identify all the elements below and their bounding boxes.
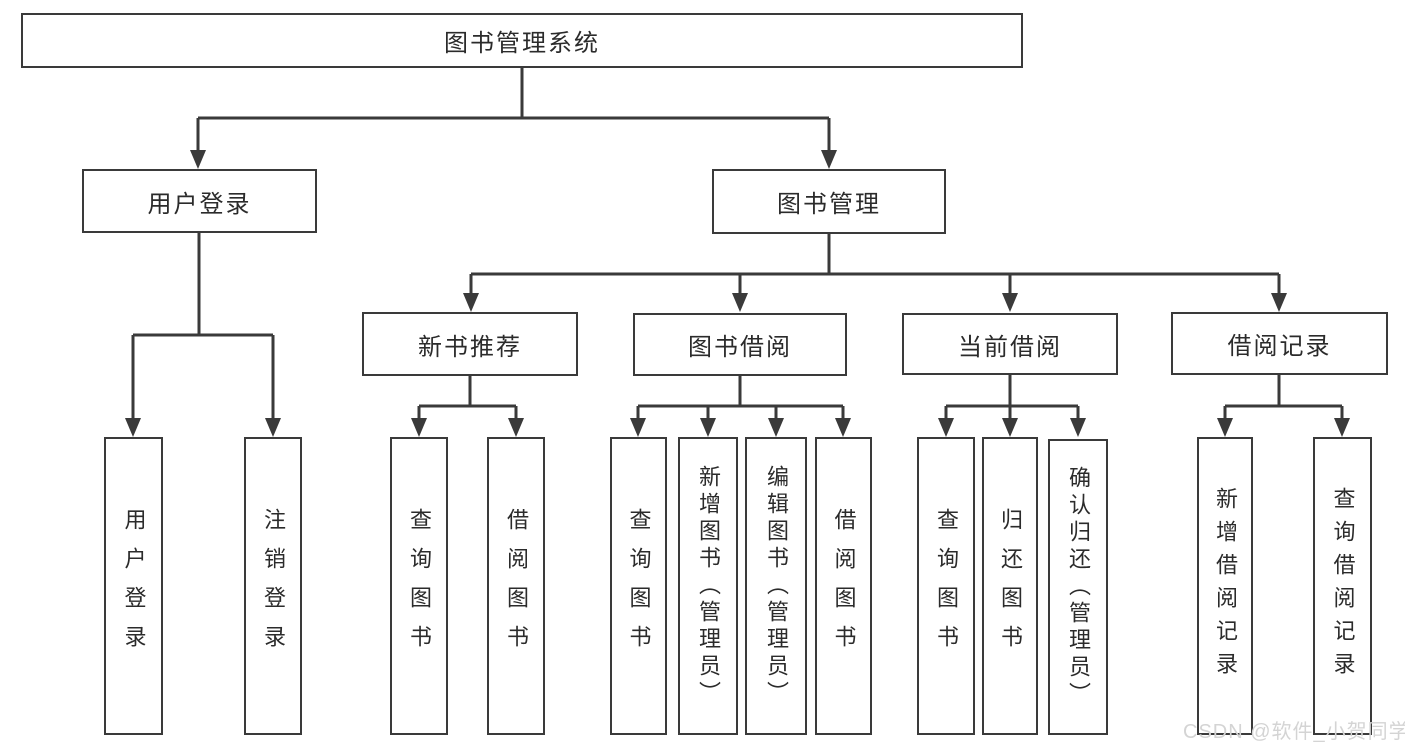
leaf-borrowing-edit-books-label: 编辑图书（管理员） [764,464,789,708]
leaf-borrowing-add-books: 新增图书（管理员） [678,437,738,735]
leaf-logout-label: 注销登录 [261,508,286,664]
node-book-borrowing: 图书借阅 [633,313,847,376]
leaf-recommend-query-books-label: 查询图书 [407,508,432,664]
leaf-user-login: 用户登录 [104,437,163,735]
leaf-borrowing-add-books-label: 新增图书（管理员） [696,464,721,708]
leaf-recommend-borrow-books: 借阅图书 [487,437,545,735]
leaf-records-add-record-label: 新增借阅记录 [1213,487,1238,685]
csdn-watermark: CSDN @软件_小贺同学 [1183,721,1405,743]
node-borrowing-records: 借阅记录 [1171,312,1388,375]
leaf-borrowing-borrow-books: 借阅图书 [815,437,872,735]
leaf-user-login-label: 用户登录 [121,508,147,664]
leaf-records-query-record: 查询借阅记录 [1313,437,1372,735]
node-current-borrowing: 当前借阅 [902,313,1118,375]
leaf-current-query-books-label: 查询图书 [934,508,959,664]
node-root: 图书管理系统 [21,13,1023,68]
leaf-current-return-books: 归还图书 [982,437,1038,735]
leaf-records-add-record: 新增借阅记录 [1197,437,1253,735]
leaf-recommend-borrow-books-label: 借阅图书 [504,508,529,664]
leaf-current-confirm-return: 确认归还（管理员） [1048,439,1108,735]
leaf-records-query-record-label: 查询借阅记录 [1330,487,1356,685]
node-user-login: 用户登录 [82,169,317,233]
node-new-book-recommend: 新书推荐 [362,312,578,376]
leaf-recommend-query-books: 查询图书 [390,437,448,735]
leaf-borrowing-edit-books: 编辑图书（管理员） [745,437,807,735]
node-book-management: 图书管理 [712,169,946,234]
leaf-current-confirm-return-label: 确认归还（管理员） [1066,465,1091,709]
leaf-current-return-books-label: 归还图书 [998,508,1023,664]
leaf-logout: 注销登录 [244,437,302,735]
leaf-borrowing-query-books-label: 查询图书 [626,508,652,664]
leaf-current-query-books: 查询图书 [917,437,975,735]
leaf-borrowing-query-books: 查询图书 [610,437,667,735]
arrowheads [125,150,1350,437]
leaf-borrowing-borrow-books-label: 借阅图书 [831,508,857,664]
